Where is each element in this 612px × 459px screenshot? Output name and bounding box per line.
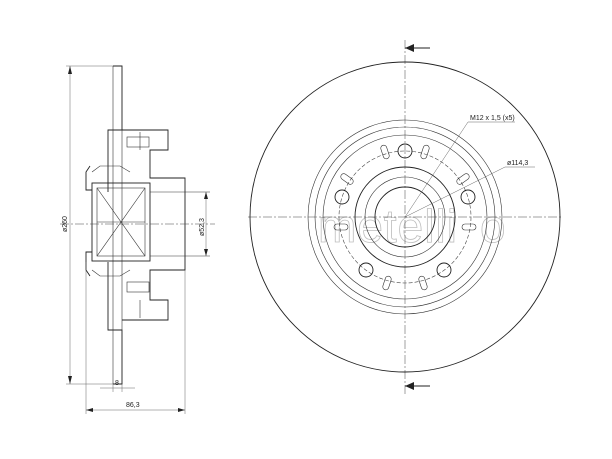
seal-lip-top xyxy=(91,165,131,173)
bore-diameter-label: ø52,3 xyxy=(199,218,206,236)
bearing-ring xyxy=(364,176,446,258)
hub-slot xyxy=(333,223,349,231)
hub-slots xyxy=(333,144,477,291)
front-view: M12 x 1,5 (x5) ø114,3 xyxy=(248,40,562,396)
bolt-hole xyxy=(460,189,476,205)
center-bore xyxy=(374,186,436,248)
stud-hole-top xyxy=(126,136,150,148)
pcd-leader xyxy=(404,166,506,218)
seal-lip-bottom xyxy=(91,269,131,277)
thread-spec-label: M12 x 1,5 (x5) xyxy=(470,115,515,122)
watermark-suffix: o xyxy=(480,200,507,252)
overall-diameter-label: ø260 xyxy=(62,216,69,232)
pcd-label: ø114,3 xyxy=(507,160,528,167)
pcd-circle xyxy=(338,150,472,284)
braking-surface-inner xyxy=(307,119,503,315)
section-arrow-top xyxy=(405,44,414,52)
stud-hole-bottom xyxy=(126,281,150,293)
arrow-diameter-bottom xyxy=(68,376,72,384)
hub-slot xyxy=(420,144,430,160)
bolt-holes xyxy=(334,143,476,278)
bolt-hole xyxy=(397,143,413,159)
side-section-view: ø260 ø52,3 8 86,3 xyxy=(60,65,215,414)
bolt-hole xyxy=(334,189,350,205)
hub-slot xyxy=(340,173,354,185)
arrow-height-right xyxy=(178,408,185,412)
height-label: 86,3 xyxy=(126,402,140,409)
arrow-bore-top xyxy=(204,192,208,199)
hat-step xyxy=(314,126,496,308)
bolt-hole xyxy=(436,262,452,278)
bearing-block xyxy=(91,182,151,262)
watermark-text: metelli xyxy=(318,200,458,252)
hub-flange-outer xyxy=(322,134,488,300)
thickness-label: 8 xyxy=(115,380,119,387)
hub-outline xyxy=(122,129,186,321)
hub-slot xyxy=(456,173,470,185)
hub-slot xyxy=(382,275,392,291)
arrow-height-left xyxy=(86,408,93,412)
disc-outer-edge xyxy=(249,61,561,373)
arrow-bore-bottom xyxy=(204,249,208,256)
hub-raised-ring xyxy=(354,166,456,268)
section-arrow-bottom xyxy=(405,382,414,390)
hub-slot xyxy=(380,144,390,160)
arrow-diameter-top xyxy=(68,66,72,74)
disc-outline-top xyxy=(107,65,123,192)
seal-top xyxy=(85,165,92,191)
bolt-hole xyxy=(358,262,374,278)
seal-bottom xyxy=(85,251,92,277)
disc-outline-bottom xyxy=(107,262,123,385)
hub-slot xyxy=(461,223,477,231)
hub-slot xyxy=(418,275,428,291)
thread-leader xyxy=(404,121,469,218)
